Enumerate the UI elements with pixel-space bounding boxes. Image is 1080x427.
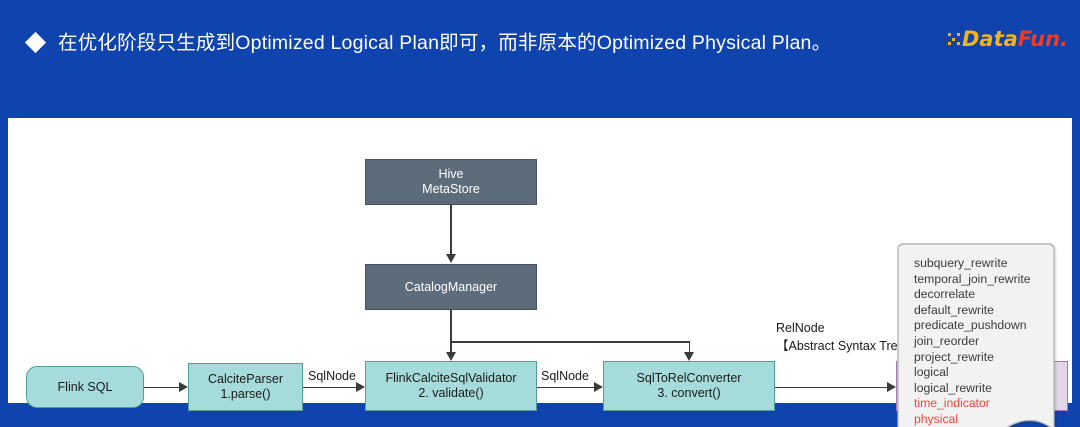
edge-parser-to-validator xyxy=(303,386,357,389)
page-title: 在优化阶段只生成到Optimized Logical Plan即可，而非原本的O… xyxy=(58,32,832,54)
optimizer-phase-items: subquery_rewrite temporal_join_rewrite d… xyxy=(914,256,1031,427)
node-label-line2: MetaStore xyxy=(422,182,480,196)
node-flink-calcite-sql-validator[interactable]: FlinkCalciteSqlValidator 2. validate() xyxy=(365,361,537,411)
node-label: Flink SQL xyxy=(57,379,113,394)
edge-parser-to-validator-arrowhead xyxy=(356,381,365,392)
optimizer-phase-list-callout[interactable]: subquery_rewrite temporal_join_rewrite d… xyxy=(892,242,1060,427)
edge-catalog-to-converter xyxy=(688,341,691,353)
node-label-line1: FlinkCalciteSqlValidator xyxy=(385,371,517,385)
edge-label-sqlnode-1: SqlNode xyxy=(308,369,356,383)
node-label-line2: 1.parse() xyxy=(220,387,271,401)
edge-converter-to-program-arrowhead xyxy=(887,381,896,392)
edge-catalog-stem xyxy=(450,310,452,353)
list-item: decorrelate xyxy=(914,287,975,302)
edge-hive-to-catalog xyxy=(450,205,452,255)
node-label-line1: SqlToRelConverter xyxy=(636,371,742,385)
list-item: logical_rewrite xyxy=(914,380,992,395)
logo-text-data: Data xyxy=(961,26,1018,51)
node-label-line1: Hive xyxy=(438,167,464,181)
node-label-line1: CalciteParser xyxy=(207,372,284,386)
list-item: project_rewrite xyxy=(914,349,994,364)
edge-flinksql-to-parser xyxy=(144,386,180,389)
diamond-bullet-icon xyxy=(24,31,47,54)
edge-flinksql-to-parser-arrowhead xyxy=(179,381,188,392)
list-item: time_indicator xyxy=(914,396,990,411)
list-item: default_rewrite xyxy=(914,302,994,317)
edge-catalog-branch-bus xyxy=(450,341,690,343)
node-label-line2: 3. convert() xyxy=(657,386,721,400)
logo-dots-icon xyxy=(947,33,960,45)
note-shape-icon xyxy=(897,243,1055,427)
node-sql-to-rel-converter[interactable]: SqlToRelConverter 3. convert() xyxy=(603,361,775,411)
diagram-canvas: Hive MetaStore CatalogManager Flink SQL … xyxy=(8,118,1072,427)
logo-text-fun: Fun. xyxy=(1017,26,1068,51)
node-catalog-manager[interactable]: CatalogManager xyxy=(365,264,537,310)
edge-label-relnode-line1: RelNode xyxy=(776,321,825,335)
list-item: temporal_join_rewrite xyxy=(914,271,1031,286)
edge-catalog-to-validator-arrowhead xyxy=(445,352,456,361)
edge-validator-to-converter-arrowhead xyxy=(594,381,603,392)
list-item: subquery_rewrite xyxy=(914,256,1008,270)
edge-label-sqlnode-2: SqlNode xyxy=(541,369,589,383)
node-label: CatalogManager xyxy=(404,279,498,294)
list-item: join_reorder xyxy=(914,333,980,348)
edge-label-relnode-line2: 【Abstract Syntax Tree】 xyxy=(776,339,918,353)
list-item: physical xyxy=(914,411,959,426)
edge-catalog-to-converter-arrowhead xyxy=(684,352,694,361)
node-label-line2: 2. validate() xyxy=(418,386,484,400)
slide-header: 在优化阶段只生成到Optimized Logical Plan即可，而非原本的O… xyxy=(0,0,1080,118)
edge-converter-to-program xyxy=(775,386,888,389)
node-hive-metastore[interactable]: Hive MetaStore xyxy=(365,159,537,205)
node-calcite-parser[interactable]: CalciteParser 1.parse() xyxy=(188,363,303,411)
edge-label-relnode: RelNode 【Abstract Syntax Tree】 xyxy=(776,321,917,354)
list-item: predicate_pushdown xyxy=(914,318,1027,333)
node-flink-sql[interactable]: Flink SQL xyxy=(26,366,144,408)
edge-hive-to-catalog-arrowhead xyxy=(445,254,456,263)
edge-validator-to-converter xyxy=(537,386,595,389)
list-item: logical xyxy=(914,365,949,380)
